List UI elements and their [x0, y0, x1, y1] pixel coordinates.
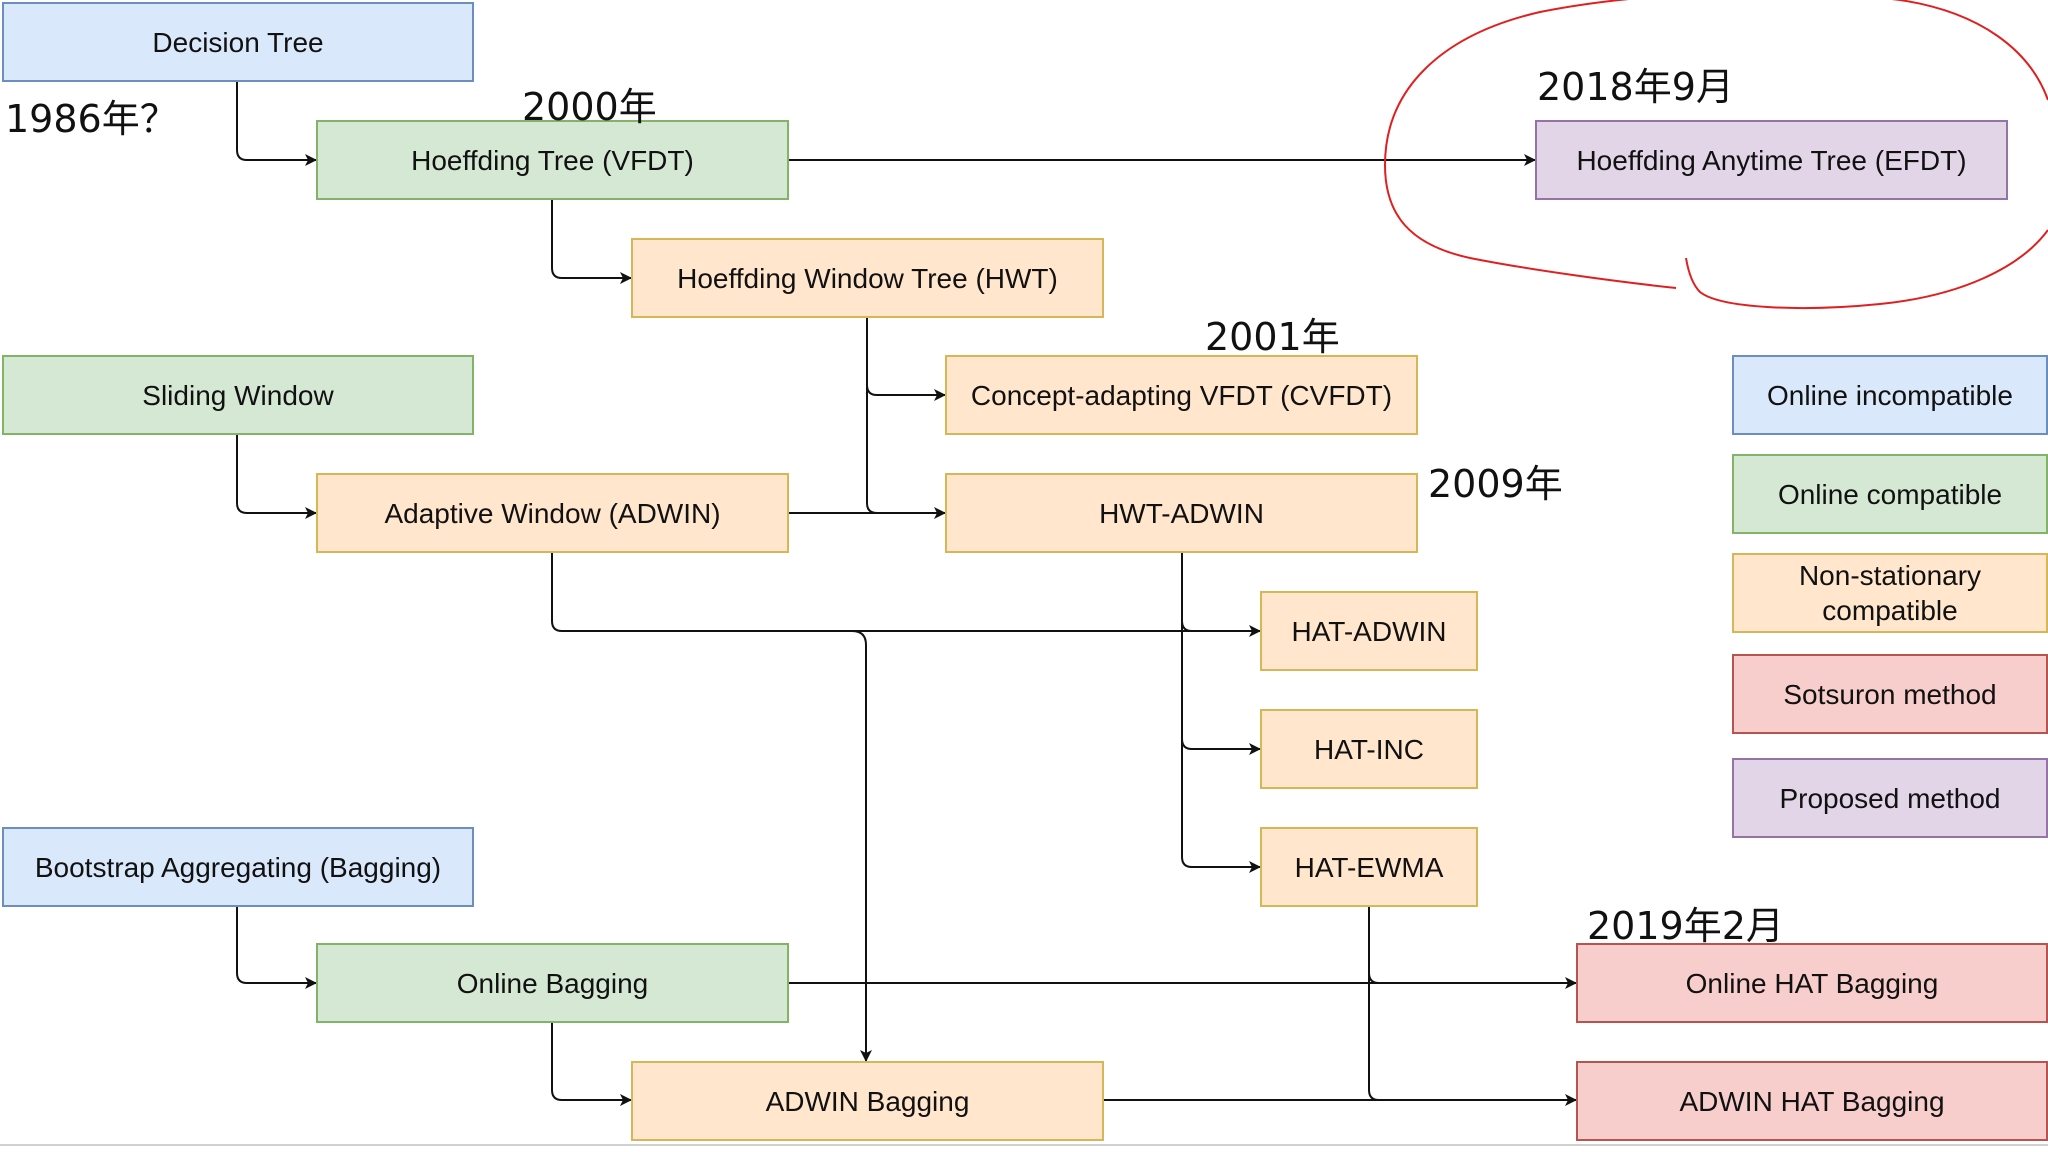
edge-hoeffding-tree-to-window-tree [551, 200, 632, 284]
edge-hat-ewma-to-adwin-hat-bagging [1368, 907, 1576, 1101]
edge-adwin-to-hat-adwin [551, 553, 1261, 637]
legend-non-stationary-compatible: Non-stationary compatible [1732, 553, 2048, 633]
year-label-2019: 2019年2月 [1587, 904, 1784, 948]
node-hoeffding-window-tree: Hoeffding Window Tree (HWT) [631, 238, 1104, 318]
edge-window-tree-to-cvfdt [866, 318, 946, 401]
legend-proposed-method: Proposed method [1732, 758, 2048, 838]
year-label-2009: 2009年 [1428, 462, 1563, 506]
year-label-2000: 2000年 [522, 85, 657, 129]
edge-sliding-window-to-adwin [236, 435, 317, 519]
node-adwin-bagging: ADWIN Bagging [631, 1061, 1104, 1141]
node-hat-inc: HAT-INC [1260, 709, 1478, 789]
edge-adwin-to-adwin-bagging [851, 630, 872, 1062]
node-adwin-hat-bagging: ADWIN HAT Bagging [1576, 1061, 2048, 1141]
year-label-2018: 2018年9月 [1537, 65, 1734, 109]
node-hoeffding-tree: Hoeffding Tree (VFDT) [316, 120, 789, 200]
legend-online-incompatible: Online incompatible [1732, 355, 2048, 435]
node-hoeffding-anytime-tree: Hoeffding Anytime Tree (EFDT) [1535, 120, 2008, 200]
bottom-rule [0, 1144, 2048, 1146]
node-online-hat-bagging: Online HAT Bagging [1576, 943, 2048, 1023]
node-online-bagging: Online Bagging [316, 943, 789, 1023]
node-adwin: Adaptive Window (ADWIN) [316, 473, 789, 553]
node-hat-ewma: HAT-EWMA [1260, 827, 1478, 907]
year-label-2001: 2001年 [1205, 315, 1340, 359]
node-decision-tree: Decision Tree [2, 2, 474, 82]
edge-hwt-adwin-to-hat-inc [1181, 553, 1261, 755]
node-hat-adwin: HAT-ADWIN [1260, 591, 1478, 671]
edge-hwt-adwin-to-hat-adwin [1181, 553, 1260, 632]
legend-online-compatible: Online compatible [1732, 454, 2048, 534]
edge-online-bagging-to-adwin-bagging [551, 1023, 632, 1106]
edge-hwt-adwin-to-hat-ewma [1181, 553, 1261, 873]
edge-window-tree-to-hwt-adwin [866, 318, 946, 519]
edge-hat-ewma-to-online-hat-bagging [1368, 907, 1576, 984]
edge-decision-tree-to-hoeffding-tree [236, 82, 317, 166]
node-hwt-adwin: HWT-ADWIN [945, 473, 1418, 553]
edge-bagging-to-online-bagging [236, 907, 317, 989]
node-cvfdt: Concept-adapting VFDT (CVFDT) [945, 355, 1418, 435]
highlight-ellipse-annotation [1383, 0, 2048, 309]
node-bagging: Bootstrap Aggregating (Bagging) [2, 827, 474, 907]
node-sliding-window: Sliding Window [2, 355, 474, 435]
year-label-1986: 1986年？ [5, 97, 178, 141]
legend-sotsuron-method: Sotsuron method [1732, 654, 2048, 734]
